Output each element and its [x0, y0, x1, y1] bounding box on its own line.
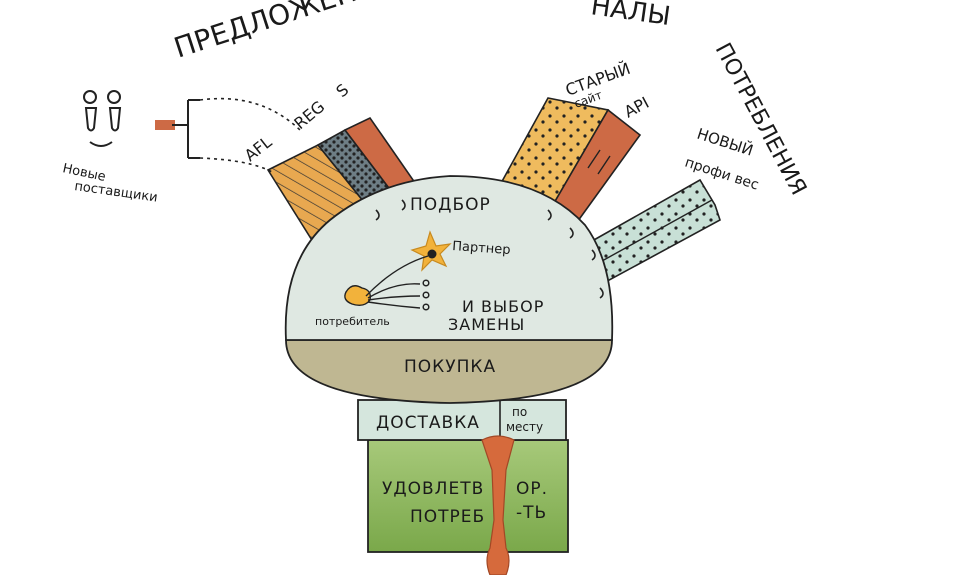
satisfaction-line2-b: -ТЬ	[516, 503, 547, 523]
purchase-label: ПОКУПКА	[404, 357, 496, 377]
channel-api-label: API	[621, 93, 652, 122]
consumer-label: потребитель	[315, 315, 390, 328]
satisfaction-line2-a: ПОТРЕБ	[410, 507, 485, 527]
header-left-title: ПРЕДЛОЖЕН	[170, 0, 360, 65]
selection-label-line2: ЗАМЕНЫ	[448, 315, 525, 334]
delivery-label: ДОСТАВКА	[376, 413, 480, 433]
channel-reg-label: REG	[290, 97, 328, 133]
channel-s-label: S	[332, 80, 352, 101]
suppliers-label-line2: поставщики	[73, 179, 158, 206]
header-mid-title: НАЛЫ	[589, 0, 672, 32]
selection-label-line1: И ВЫБОР	[462, 297, 544, 316]
dome-title: ПОДБОР	[410, 195, 491, 215]
supplier-connector	[155, 99, 300, 172]
satisfaction-line1-b: ОР.	[516, 479, 548, 499]
delivery-onsite-line1: по	[512, 405, 527, 419]
delivery-onsite-line2: месту	[506, 420, 543, 434]
channel-afl-label: AFL	[241, 132, 276, 165]
channel-new-label-line1: НОВЫЙ	[695, 124, 756, 160]
suppliers-icon	[84, 91, 120, 146]
satisfaction-line1-a: УДОВЛЕТВ	[382, 479, 484, 499]
